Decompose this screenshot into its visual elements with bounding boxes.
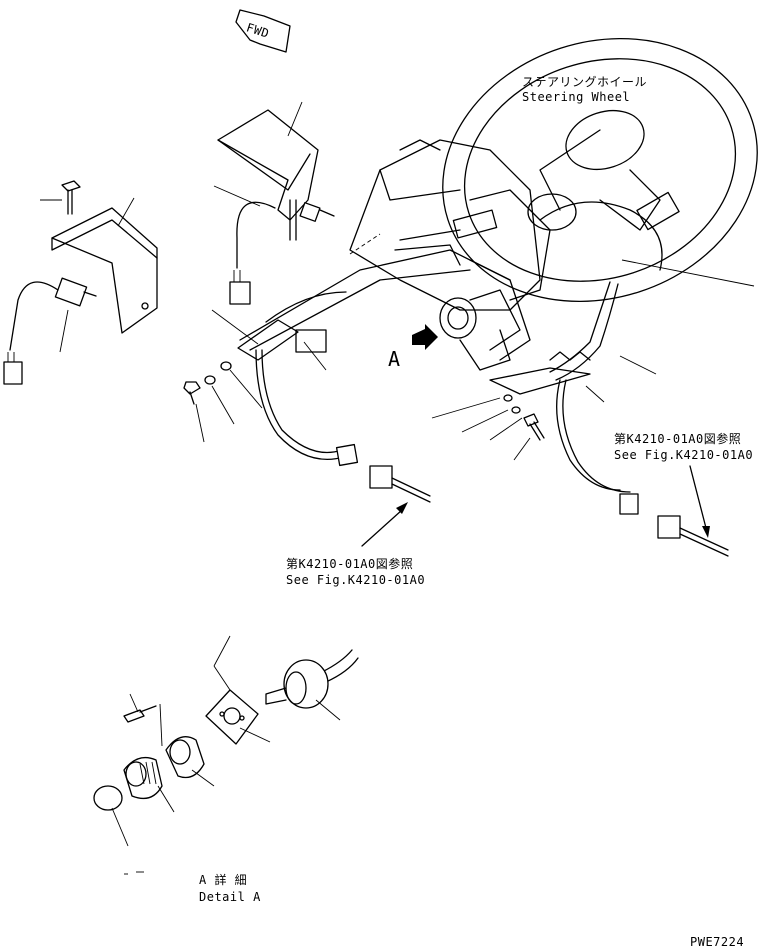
- drawing-number: PWE7224: [690, 935, 744, 949]
- detail-a-jp-label: A 詳 細: [199, 872, 247, 887]
- view-a-arrow-icon: A: [388, 324, 438, 371]
- fwd-arrow-icon: FWD: [235, 9, 291, 53]
- left-switch-bracket: [3, 207, 158, 385]
- steering-wheel-en-label: Steering Wheel: [522, 90, 630, 104]
- leader-lines-top: [40, 101, 755, 461]
- left-harness: [237, 291, 431, 503]
- upper-switch-bracket: [217, 109, 335, 305]
- view-a-label: A: [388, 347, 401, 371]
- ref-center-jp-label: 第K4210-01A0図参照: [286, 556, 413, 571]
- small-bolts: [503, 394, 545, 441]
- steering-wheel-jp-label: ステアリングホイール: [522, 75, 647, 89]
- detail-a-en-label: Detail A: [199, 890, 261, 904]
- right-harness: [489, 281, 729, 557]
- ref-right-jp-label: 第K4210-01A0図参照: [614, 431, 741, 446]
- fwd-label: FWD: [245, 20, 271, 40]
- detail-a-assembly: [93, 649, 359, 811]
- reference-arrow-right-icon: [689, 465, 710, 538]
- steering-wheel: [442, 37, 758, 303]
- screw-washers: [183, 361, 232, 405]
- reference-arrow-center-icon: [361, 502, 408, 547]
- ref-center-en-label: See Fig.K4210-01A0: [286, 573, 425, 587]
- steering-column: [239, 139, 551, 361]
- knob-assembly: [439, 289, 521, 371]
- bolt-top-left: [61, 180, 81, 215]
- leader-lines-detail: [111, 635, 341, 875]
- ref-right-en-label: See Fig.K4210-01A0: [614, 448, 753, 462]
